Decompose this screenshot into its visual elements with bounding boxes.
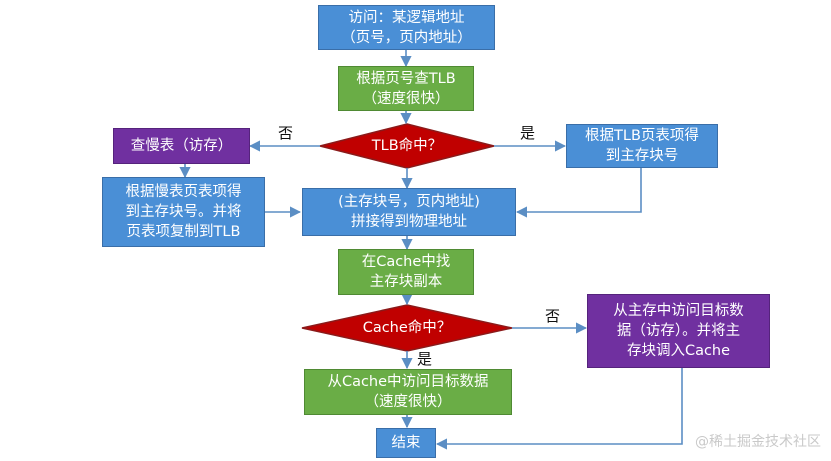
cache-find-block-copy: 在Cache中找 主存块副本 <box>338 249 474 295</box>
node-text-line: （页号，页内地址） <box>341 29 472 46</box>
node-text-line: （速度很快） <box>362 90 450 107</box>
tlb-entry-get-frame: 根据TLB页表项得 到主存块号 <box>566 124 718 168</box>
arrow-tlb-frame-to-concat <box>515 168 642 218</box>
node-text-line: 根据TLB页表项得 <box>585 128 699 144</box>
node-text-line: 根据页号查TLB <box>356 70 456 87</box>
access-main-memory: 从主存中访问目标数 据（访存）。并将主 存块调入Cache <box>587 294 770 368</box>
tlb-hit-decision-label: TLB命中？ <box>371 138 443 154</box>
node-text-line: 存块调入Cache <box>626 343 731 359</box>
tlb-yes-label: 是 <box>520 124 536 142</box>
cache-yes-label: 是 <box>417 350 433 368</box>
node-text-line: 据（访存）。并将主 <box>616 323 741 339</box>
watermark-text: @稀土掘金技术社区 <box>695 434 821 450</box>
node-text-line: 到主存块号 <box>605 148 679 164</box>
tlb-query-step: 根据页号查TLB （速度很快） <box>338 66 474 111</box>
slow-table-lookup: 查慢表（访存） <box>113 128 250 164</box>
node-text-line: 访问：某逻辑地址 <box>348 9 465 26</box>
arrow-from-main-to-end <box>435 368 683 450</box>
slow-table-entry-get-frame: 根据慢表页表项得 到主存块号。并将 页表项复制到TLB <box>102 177 265 247</box>
cache-no-label: 否 <box>545 307 561 325</box>
access-cache-data: 从Cache中访问目标数据 （速度很快） <box>304 369 512 415</box>
concat-physical-address: (主存块号，页内地址) 拼接得到物理地址 <box>302 188 516 236</box>
cache-hit-decision-label: Cache命中？ <box>362 320 452 336</box>
node-text-line: 从Cache中访问目标数据 <box>327 374 489 390</box>
node-text-line: 结束 <box>391 435 421 451</box>
node-text-line: 在Cache中找 <box>361 254 451 270</box>
node-text-line: (主存块号，页内地址) <box>338 194 480 210</box>
start-access-logical-address: 访问：某逻辑地址 （页号，页内地址） <box>318 5 495 50</box>
tlb-no-label: 否 <box>278 124 294 142</box>
end-node: 结束 <box>376 428 436 458</box>
node-text-line: 主存块副本 <box>369 274 443 290</box>
node-text-line: （速度很快） <box>364 394 452 410</box>
node-text-line: 拼接得到物理地址 <box>351 214 467 230</box>
node-text-line: 根据慢表页表项得 <box>125 184 242 200</box>
node-text-line: 从主存中访问目标数 <box>613 303 744 319</box>
node-text-line: 页表项复制到TLB <box>126 224 241 240</box>
node-text-line: 查慢表（访存） <box>130 138 233 154</box>
node-text-line: 到主存块号。并将 <box>125 204 242 220</box>
